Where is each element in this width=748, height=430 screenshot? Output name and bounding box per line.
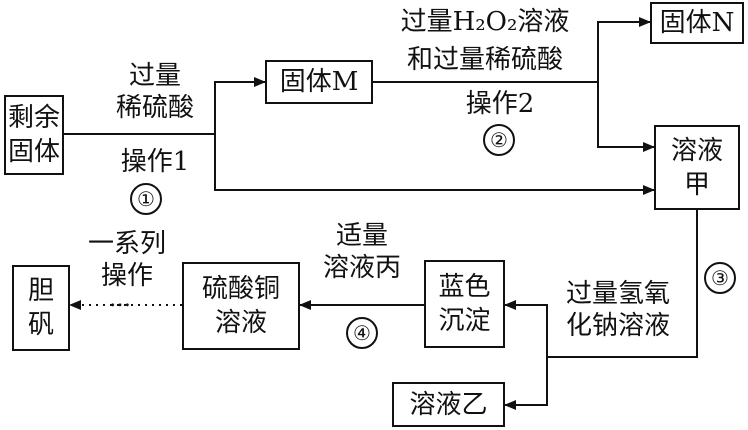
step1-operation-label: 操作1 [120,147,190,177]
step2-reagent-label-line1: 过量H₂O₂溶液 [400,7,570,37]
step2-reagent-label-line2: 和过量稀硫酸 [406,45,563,75]
step4-reagent-label: 适量 溶液丙 [322,221,401,283]
blue-precipitate-box: 蓝色 沉淀 [424,260,505,348]
step5-operation-label: 一系列 操作 [87,229,166,291]
arrow-solid-m-to-solution-jia [597,82,655,152]
arrow-residual-to-solution-jia [214,134,655,195]
step5-ellipsis: … [109,287,131,312]
residual-solid-box: 剩余 固体 [4,95,64,175]
step1-number-marker: ① [130,183,162,215]
step1-reagent-label: 过量 稀硫酸 [115,61,194,123]
solution-jia-box: 溶液 甲 [654,125,740,210]
step3-reagent-label: 过量氢氧 化钠溶液 [565,279,670,341]
bluestone-box: 胆 矾 [12,265,70,351]
copper-sulfate-solution-box: 硫酸铜 溶液 [182,262,300,350]
arrow-solid-m-to-solid-n [373,17,651,83]
step2-operation-label: 操作2 [465,89,535,119]
step3-number-marker: ③ [704,262,736,294]
solution-yi-box: 溶液乙 [392,382,505,427]
step4-number-marker: ④ [346,317,378,349]
solid-m-box: 固体M [265,60,373,104]
solid-n-box: 固体N [650,2,744,44]
step2-number-marker: ② [483,124,515,156]
arrow-residual-to-solid-m [64,77,266,135]
arrow-jia-to-solution-yi [504,357,548,410]
